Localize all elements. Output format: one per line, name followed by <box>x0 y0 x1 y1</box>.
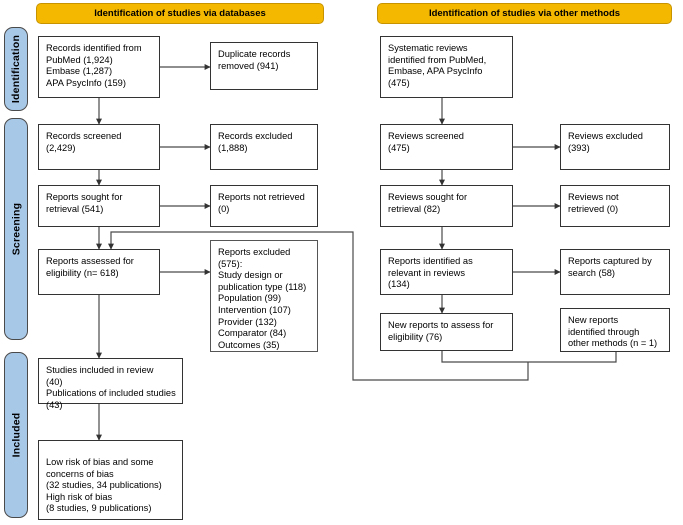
node-new-reports-to-assess: New reports to assess for eligibility (7… <box>380 313 513 351</box>
node-reviews-sought-retrieval: Reviews sought for retrieval (82) <box>380 185 513 227</box>
phase-bar-included: Included <box>4 352 28 518</box>
node-records-excluded: Records excluded (1,888) <box>210 124 318 170</box>
phase-label-included: Included <box>10 412 22 458</box>
header-bar-databases: Identification of studies via databases <box>36 3 324 24</box>
node-reports-excluded-list: Reports excluded (575): Study design or … <box>210 240 318 352</box>
phase-label-identification: Identification <box>10 34 23 104</box>
node-reports-not-retrieved: Reports not retrieved (0) <box>210 185 318 227</box>
node-reviews-not-retrieved: Reviews not retrieved (0) <box>560 185 670 227</box>
node-duplicate-records-removed: Duplicate records removed (941) <box>210 42 318 90</box>
node-records-screened: Records screened (2,429) <box>38 124 160 170</box>
node-risk-of-bias: Low risk of bias and some concerns of bi… <box>38 440 183 520</box>
node-reviews-screened: Reviews screened (475) <box>380 124 513 170</box>
node-reports-captured-by-search: Reports captured by search (58) <box>560 249 670 295</box>
node-reports-relevant-in-reviews: Reports identified as relevant in review… <box>380 249 513 295</box>
phase-bar-screening: Screening <box>4 118 28 340</box>
node-new-reports-other-methods: New reports identified through other met… <box>560 308 670 352</box>
header-bar-other-methods: Identification of studies via other meth… <box>377 3 672 24</box>
node-systematic-reviews-identified: Systematic reviews identified from PubMe… <box>380 36 513 98</box>
node-reviews-excluded: Reviews excluded (393) <box>560 124 670 170</box>
edge-merge-new-reports <box>441 351 617 363</box>
node-reports-assessed-eligibility: Reports assessed for eligibility (n= 618… <box>38 249 160 295</box>
node-studies-included-in-review: Studies included in review (40) Publicat… <box>38 358 183 410</box>
phase-bar-identification: Identification <box>4 27 28 111</box>
node-records-identified: Records identified from PubMed (1,924) E… <box>38 36 160 98</box>
phase-label-screening: Screening <box>10 202 23 256</box>
node-reports-sought-retrieval: Reports sought for retrieval (541) <box>38 185 160 227</box>
